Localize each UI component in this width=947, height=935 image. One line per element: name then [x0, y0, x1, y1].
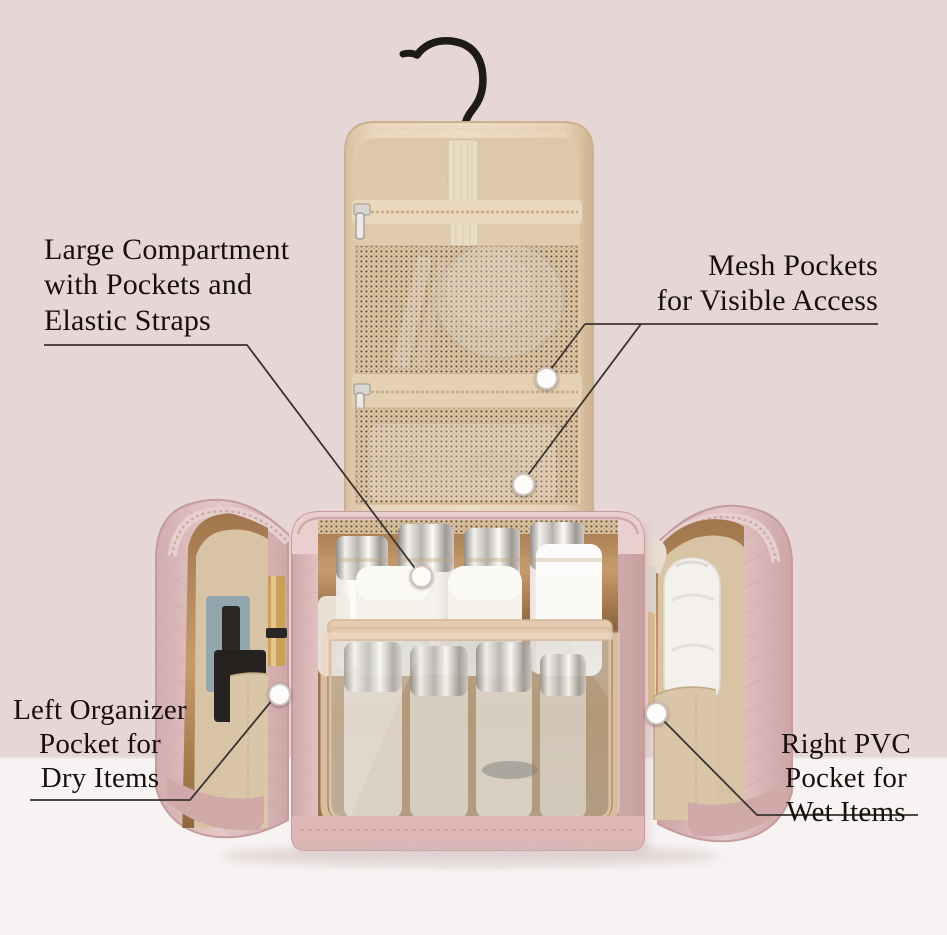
mesh-pocket-upper — [356, 246, 578, 374]
marker-mesh-upper[interactable] — [535, 367, 558, 390]
main-compartment — [291, 511, 649, 854]
callout-line: Large Compartment — [44, 233, 290, 266]
callout-mesh-pockets: Mesh Pockets for Visible Access — [560, 248, 878, 319]
callout-line: Pocket for — [785, 762, 907, 795]
callout-line: Pocket for — [39, 728, 161, 761]
left-organizer-pocket — [155, 498, 292, 839]
callout-line: Right PVC — [781, 728, 911, 760]
marker-mesh-lower[interactable] — [512, 473, 535, 496]
callout-line: with Pockets and — [44, 268, 253, 302]
callout-right-pvc: Right PVC Pocket for Wet Items — [748, 727, 944, 830]
callout-line: Mesh Pockets — [708, 249, 878, 282]
callout-line: Dry Items — [40, 762, 160, 795]
callout-line: Elastic Straps — [44, 303, 211, 337]
marker-left-organizer[interactable] — [268, 683, 291, 706]
pvc-window — [320, 619, 620, 826]
zipper-pull-top — [353, 203, 371, 240]
callout-line: Left Organizer — [13, 694, 187, 726]
callout-left-organizer: Left Organizer Pocket for Dry Items — [2, 693, 198, 796]
callout-large-compartment: Large Compartment with Pockets and Elast… — [44, 232, 289, 338]
callout-line: for Visible Access — [656, 284, 878, 318]
rolled-towel — [663, 557, 721, 709]
makeup-brush — [648, 535, 667, 708]
mesh-pocket-lower — [356, 408, 578, 504]
lipstick — [266, 576, 287, 666]
marker-right-pvc[interactable] — [645, 702, 668, 725]
marker-large-compartment[interactable] — [410, 565, 433, 588]
top-flap — [344, 121, 594, 514]
callout-line: Wet Items — [786, 796, 906, 829]
